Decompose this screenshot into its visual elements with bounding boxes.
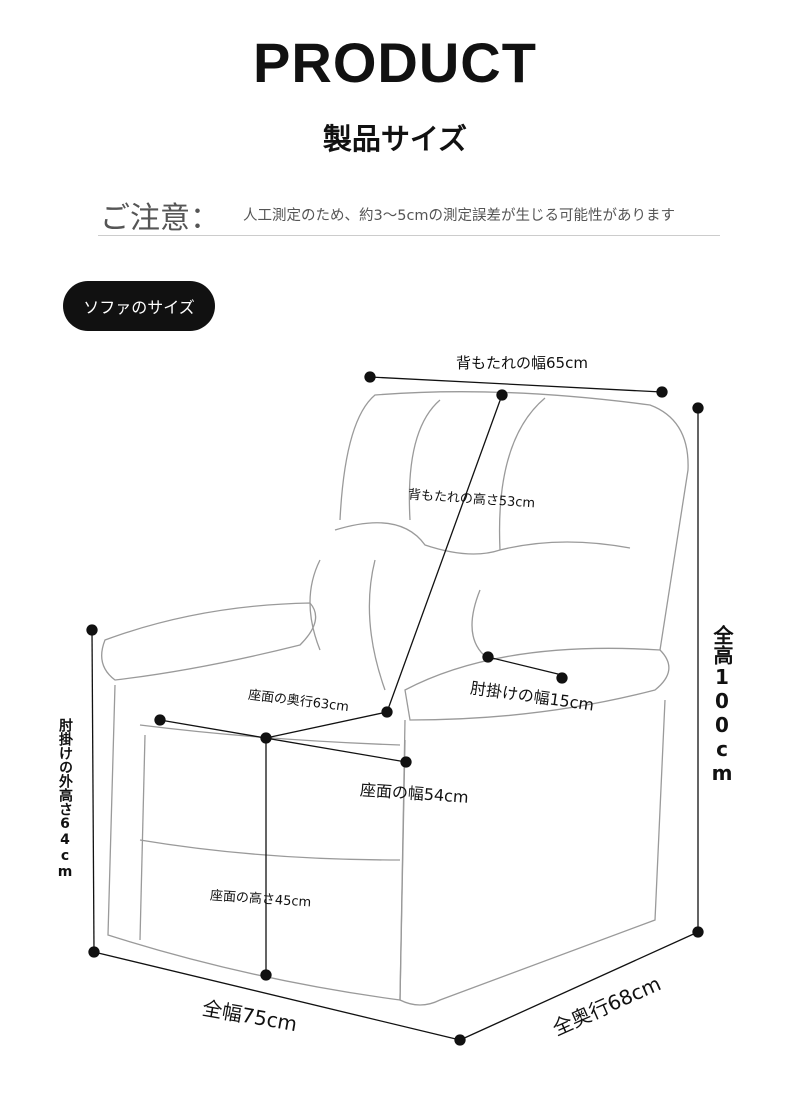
arm-outer-height-label: 肘掛けの外高さ64cm bbox=[57, 718, 73, 880]
sofa-outline bbox=[101, 391, 689, 1006]
section-label: ソファのサイズ bbox=[63, 281, 215, 331]
page-subtitle: 製品サイズ bbox=[322, 122, 468, 156]
note-heading: ご注意： bbox=[100, 201, 220, 236]
note-text: 人工測定のため、約3〜5cmの測定誤差が生じる可能性があります bbox=[243, 208, 676, 224]
divider bbox=[98, 235, 720, 236]
total-height-label: 全高100cm bbox=[710, 625, 734, 785]
back-width-label: 背もたれの幅65cm bbox=[456, 354, 588, 372]
page-title: PRODUCT bbox=[253, 31, 537, 94]
dimension-lines bbox=[86, 371, 704, 1046]
